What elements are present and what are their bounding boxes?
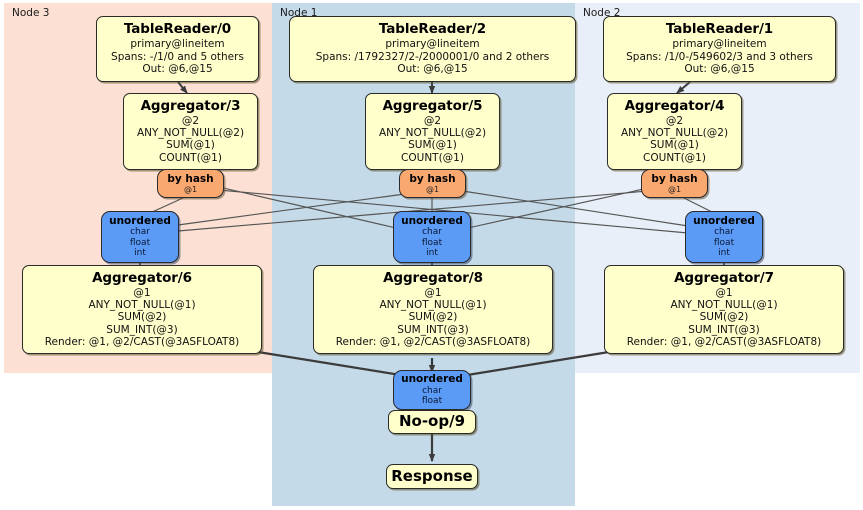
unordered-center-line1: char <box>422 227 442 238</box>
no-op-9-title: No-op/9 <box>398 412 466 431</box>
node-aggregator-7[interactable]: Aggregator/7 @1 ANY_NOT_NULL(@1) SUM(@2)… <box>604 265 844 354</box>
unordered-final-line1: char <box>422 385 442 396</box>
by-hash-left-line1: @1 <box>183 184 198 194</box>
unordered-right-line1: char <box>714 227 734 238</box>
unordered-center-line3: int <box>426 248 438 259</box>
unordered-left-line2: float <box>129 237 151 248</box>
aggregator-3-line4: COUNT(@1) <box>159 151 222 164</box>
aggregator-8-line3: SUM(@2) <box>408 311 458 324</box>
node-3-panel-label: Node 3 <box>12 7 50 19</box>
aggregator-7-line4: SUM_INT(@3) <box>688 323 760 336</box>
unordered-left-line1: char <box>130 227 150 238</box>
aggregator-4-line2: ANY_NOT_NULL(@2) <box>620 127 729 140</box>
node-aggregator-4[interactable]: Aggregator/4 @2 ANY_NOT_NULL(@2) SUM(@1)… <box>607 93 742 170</box>
aggregator-4-line3: SUM(@1) <box>650 139 699 152</box>
node-unordered-center[interactable]: unordered char float int <box>393 211 471 263</box>
aggregator-3-line3: SUM(@1) <box>166 139 215 152</box>
aggregator-8-line4: SUM_INT(@3) <box>397 323 469 336</box>
response-title: Response <box>391 466 473 485</box>
table-reader-0-line3: Out: @6,@15 <box>142 63 213 76</box>
node-aggregator-3[interactable]: Aggregator/3 @2 ANY_NOT_NULL(@2) SUM(@1)… <box>123 93 258 170</box>
unordered-center-line2: float <box>421 237 443 248</box>
node-table-reader-2[interactable]: TableReader/2 primary@lineitem Spans: /1… <box>289 16 576 82</box>
aggregator-3-line1: @2 <box>181 114 200 127</box>
table-reader-2-line1: primary@lineitem <box>385 38 480 51</box>
node-table-reader-1[interactable]: TableReader/1 primary@lineitem Spans: /1… <box>603 16 836 82</box>
table-reader-1-line3: Out: @6,@15 <box>684 63 755 76</box>
table-reader-1-title: TableReader/1 <box>665 21 774 38</box>
node-unordered-right[interactable]: unordered char float int <box>685 211 763 263</box>
aggregator-8-line1: @1 <box>424 286 442 299</box>
aggregator-7-line3: SUM(@2) <box>699 311 749 324</box>
by-hash-right-line1: @1 <box>667 184 682 194</box>
aggregator-3-title: Aggregator/3 <box>140 97 241 114</box>
unordered-right-line3: int <box>718 248 730 259</box>
aggregator-5-title: Aggregator/5 <box>382 97 483 114</box>
table-reader-0-line2: Spans: -/1/0 and 5 others <box>111 50 244 63</box>
aggregator-8-line5: Render: @1, @2/CAST(@3ASFLOAT8) <box>335 336 531 349</box>
node-aggregator-5[interactable]: Aggregator/5 @2 ANY_NOT_NULL(@2) SUM(@1)… <box>365 93 500 170</box>
table-reader-0-title: TableReader/0 <box>123 21 232 38</box>
table-reader-1-line1: primary@lineitem <box>672 38 767 51</box>
node-unordered-left[interactable]: unordered char float int <box>101 211 179 263</box>
aggregator-6-line2: ANY_NOT_NULL(@1) <box>88 298 196 311</box>
aggregator-5-line2: ANY_NOT_NULL(@2) <box>378 127 487 140</box>
by-hash-left-title: by hash <box>167 172 214 185</box>
unordered-final-line2: float <box>421 396 443 407</box>
aggregator-4-line4: COUNT(@1) <box>643 151 706 164</box>
aggregator-7-line5: Render: @1, @2/CAST(@3ASFLOAT8) <box>626 336 822 349</box>
unordered-left-title: unordered <box>109 214 171 227</box>
by-hash-right-title: by hash <box>651 172 698 185</box>
aggregator-7-title: Aggregator/7 <box>674 269 774 286</box>
aggregator-4-title: Aggregator/4 <box>624 97 725 114</box>
table-reader-0-line1: primary@lineitem <box>130 38 225 51</box>
aggregator-8-line2: ANY_NOT_NULL(@1) <box>379 298 487 311</box>
table-reader-2-line2: Spans: /1792327/2-/2000001/0 and 2 other… <box>315 50 550 63</box>
table-reader-2-title: TableReader/2 <box>378 21 487 38</box>
node-aggregator-6[interactable]: Aggregator/6 @1 ANY_NOT_NULL(@1) SUM(@2)… <box>22 265 262 354</box>
unordered-center-title: unordered <box>401 214 463 227</box>
node-unordered-final[interactable]: unordered char float <box>393 370 471 410</box>
node-by-hash-left[interactable]: by hash @1 <box>157 169 224 198</box>
node-by-hash-right[interactable]: by hash @1 <box>641 169 708 198</box>
aggregator-7-line1: @1 <box>715 286 733 299</box>
node-aggregator-8[interactable]: Aggregator/8 @1 ANY_NOT_NULL(@1) SUM(@2)… <box>313 265 553 354</box>
table-reader-2-line3: Out: @6,@15 <box>397 63 468 76</box>
aggregator-5-line1: @2 <box>423 114 442 127</box>
node-table-reader-0[interactable]: TableReader/0 primary@lineitem Spans: -/… <box>96 16 259 82</box>
by-hash-center-line1: @1 <box>425 184 440 194</box>
aggregator-6-line1: @1 <box>133 286 151 299</box>
node-no-op-9[interactable]: No-op/9 <box>388 410 476 434</box>
aggregator-5-line3: SUM(@1) <box>408 139 457 152</box>
aggregator-6-title: Aggregator/6 <box>92 269 192 286</box>
node-response[interactable]: Response <box>386 464 478 489</box>
aggregator-6-line3: SUM(@2) <box>117 311 167 324</box>
aggregator-6-line5: Render: @1, @2/CAST(@3ASFLOAT8) <box>44 336 240 349</box>
unordered-right-line2: float <box>713 237 735 248</box>
aggregator-6-line4: SUM_INT(@3) <box>106 323 178 336</box>
unordered-left-line3: int <box>134 248 146 259</box>
aggregator-5-line4: COUNT(@1) <box>401 151 464 164</box>
unordered-final-title: unordered <box>401 373 463 386</box>
aggregator-7-line2: ANY_NOT_NULL(@1) <box>670 298 778 311</box>
unordered-right-title: unordered <box>693 214 755 227</box>
aggregator-3-line2: ANY_NOT_NULL(@2) <box>136 127 245 140</box>
aggregator-8-title: Aggregator/8 <box>383 269 483 286</box>
table-reader-1-line2: Spans: /1/0-/549602/3 and 3 others <box>626 50 813 63</box>
node-by-hash-center[interactable]: by hash @1 <box>399 169 466 198</box>
aggregator-4-line1: @2 <box>665 114 684 127</box>
by-hash-center-title: by hash <box>409 172 456 185</box>
